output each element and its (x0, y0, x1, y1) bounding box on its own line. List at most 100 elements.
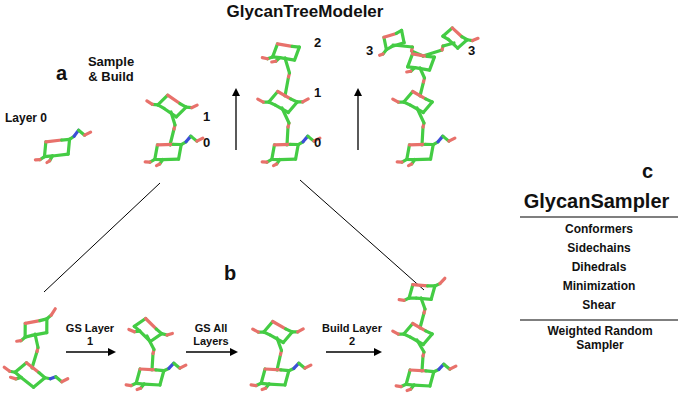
bond-stick (270, 335, 283, 342)
bond-stick (155, 145, 158, 160)
bond-stick (408, 164, 411, 166)
bond-stick (280, 158, 296, 162)
bond-stick (449, 138, 455, 141)
figure-title: GlycanTreeModeler (205, 2, 405, 22)
bond-stick (410, 337, 423, 344)
bond-stick (134, 318, 145, 326)
bond-stick (412, 54, 427, 56)
layer-label: Layer 0 (4, 112, 48, 126)
bond-stick (423, 102, 432, 113)
bond-stick (158, 95, 168, 105)
layer-number: 2 (314, 36, 321, 51)
panel-letter: c (642, 160, 653, 183)
bond-stick (280, 58, 295, 60)
bond-stick (407, 70, 411, 74)
bond-stick (264, 321, 273, 332)
bond-stick (285, 371, 289, 385)
bond-stick (274, 143, 290, 147)
bond-stick (431, 145, 434, 160)
bond-stick (275, 105, 288, 112)
bond-stick (262, 58, 267, 59)
bond-stick (277, 355, 281, 371)
sampler-item: Sidechains (520, 242, 678, 256)
bond-stick (416, 298, 431, 299)
arrow-label: GS Layer 1 (62, 322, 118, 347)
bond-stick (298, 329, 304, 332)
bond-stick (426, 99, 433, 102)
glycan-molecules (4, 28, 478, 391)
bond-stick (431, 286, 435, 299)
sampler-item: Minimization (520, 280, 678, 294)
bond-stick (180, 365, 186, 368)
bond-stick (129, 329, 134, 331)
bond-stick (413, 91, 426, 98)
step-arrow (66, 351, 114, 352)
bond-stick (34, 378, 45, 387)
bond-stick (51, 309, 55, 316)
bond-stick (253, 329, 259, 332)
layer-number: 1 (203, 110, 210, 125)
bond-stick (448, 39, 458, 48)
bond-stick (136, 369, 140, 383)
bond-stick (396, 384, 401, 388)
bond-stick (440, 278, 445, 283)
bond-stick (262, 160, 267, 163)
bond-stick (283, 332, 292, 343)
bond-stick (422, 356, 423, 371)
bond-stick (458, 40, 467, 48)
bond-stick (409, 285, 413, 298)
panel-letter: b (224, 262, 236, 285)
bond-stick (152, 354, 153, 371)
step-label: Sample & Build (82, 55, 140, 85)
bond-stick (62, 379, 68, 382)
bond-stick (11, 377, 16, 379)
bond-stick (140, 331, 151, 341)
zoom-line (300, 180, 424, 290)
bond-stick (4, 367, 9, 371)
bond-stick (170, 129, 174, 145)
bond-stick (399, 298, 404, 302)
sampler-item: Shear (520, 299, 678, 313)
bond-stick (473, 38, 478, 40)
bond-stick (15, 363, 26, 372)
bond-stick (305, 365, 311, 368)
bond-stick (277, 44, 292, 46)
bond-stick (176, 107, 186, 117)
bond-stick (292, 45, 299, 49)
bond-stick (25, 321, 40, 324)
bond-stick (192, 105, 197, 108)
layer-number: 0 (203, 136, 210, 151)
bond-stick (163, 158, 179, 162)
bond-stick (393, 331, 399, 334)
bond-stick (21, 377, 33, 387)
bond-stick (179, 145, 182, 160)
up-arrow (235, 90, 236, 150)
rule-line (520, 319, 678, 320)
bond-stick (415, 158, 431, 162)
sampler-title: GlycanSampler (515, 190, 678, 213)
layer-number: 3 (468, 44, 475, 59)
sampler-footer: Weighted Random Sampler (530, 325, 670, 353)
bond-stick (415, 68, 430, 70)
bond-stick (32, 352, 37, 369)
bond-stick (85, 132, 91, 135)
bond-stick (137, 388, 141, 389)
bond-stick (144, 382, 160, 386)
bond-stick (452, 28, 462, 37)
bond-stick (46, 140, 62, 142)
sampler-item: Conformers (520, 223, 678, 237)
step-arrow (186, 351, 236, 352)
bond-stick (287, 127, 288, 145)
bond-stick (273, 164, 276, 166)
bond-stick (35, 158, 40, 161)
bond-stick (392, 43, 404, 47)
bond-stick (156, 164, 159, 166)
sampler-item: Dihedrals (520, 261, 678, 275)
bond-stick (296, 145, 299, 160)
bond-stick (420, 82, 424, 96)
bond-stick (147, 101, 152, 104)
arrow-label: Build Layer 2 (322, 322, 382, 347)
bond-stick (430, 372, 434, 386)
layer-number: 3 (366, 44, 373, 59)
